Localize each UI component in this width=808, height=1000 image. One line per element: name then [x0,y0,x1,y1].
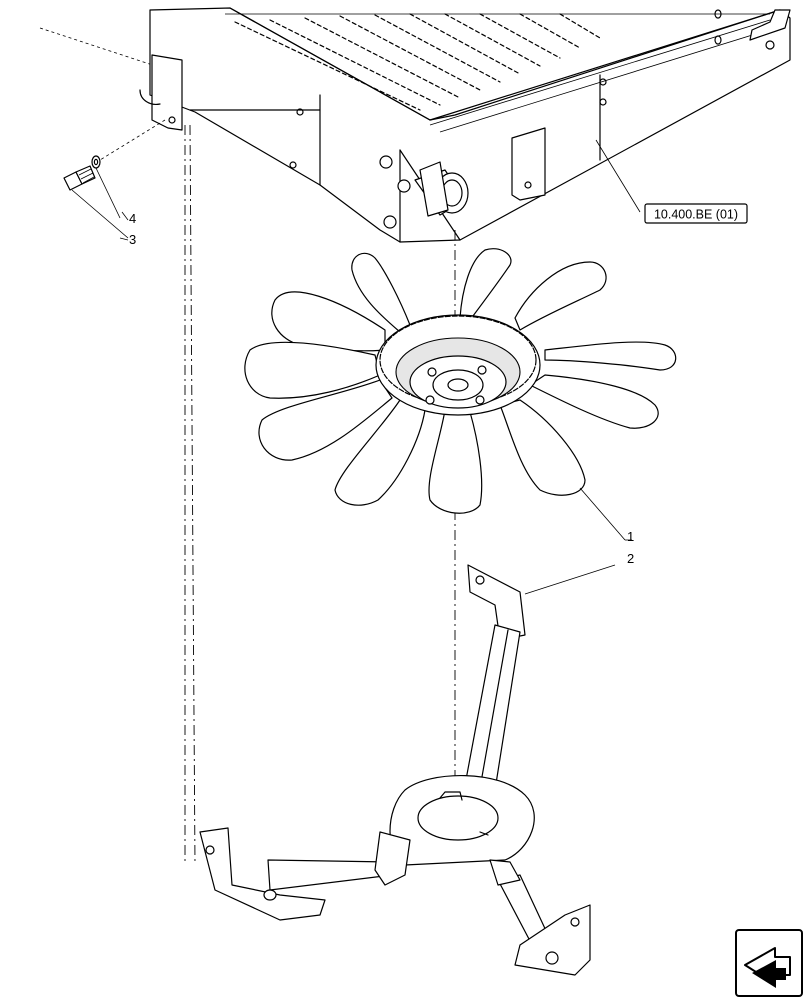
callout-labels: 4 3 1 2 [119,211,634,566]
radiator-core-fins [225,13,776,133]
callout-3: 3 [129,232,136,247]
cooling-fan [244,248,677,541]
fan-guard-bracket [199,564,616,976]
bolt-and-washer [63,155,129,239]
callout-4: 4 [129,211,136,226]
reference-label: 10.400.BE (01) [654,208,738,222]
callout-2: 2 [627,551,634,566]
callout-1: 1 [627,529,634,544]
reference-callout: 10.400.BE (01) [595,139,748,224]
arrow-next-page-icon[interactable] [735,929,803,997]
reference-box [644,203,748,224]
radiator-assembly [39,7,791,243]
